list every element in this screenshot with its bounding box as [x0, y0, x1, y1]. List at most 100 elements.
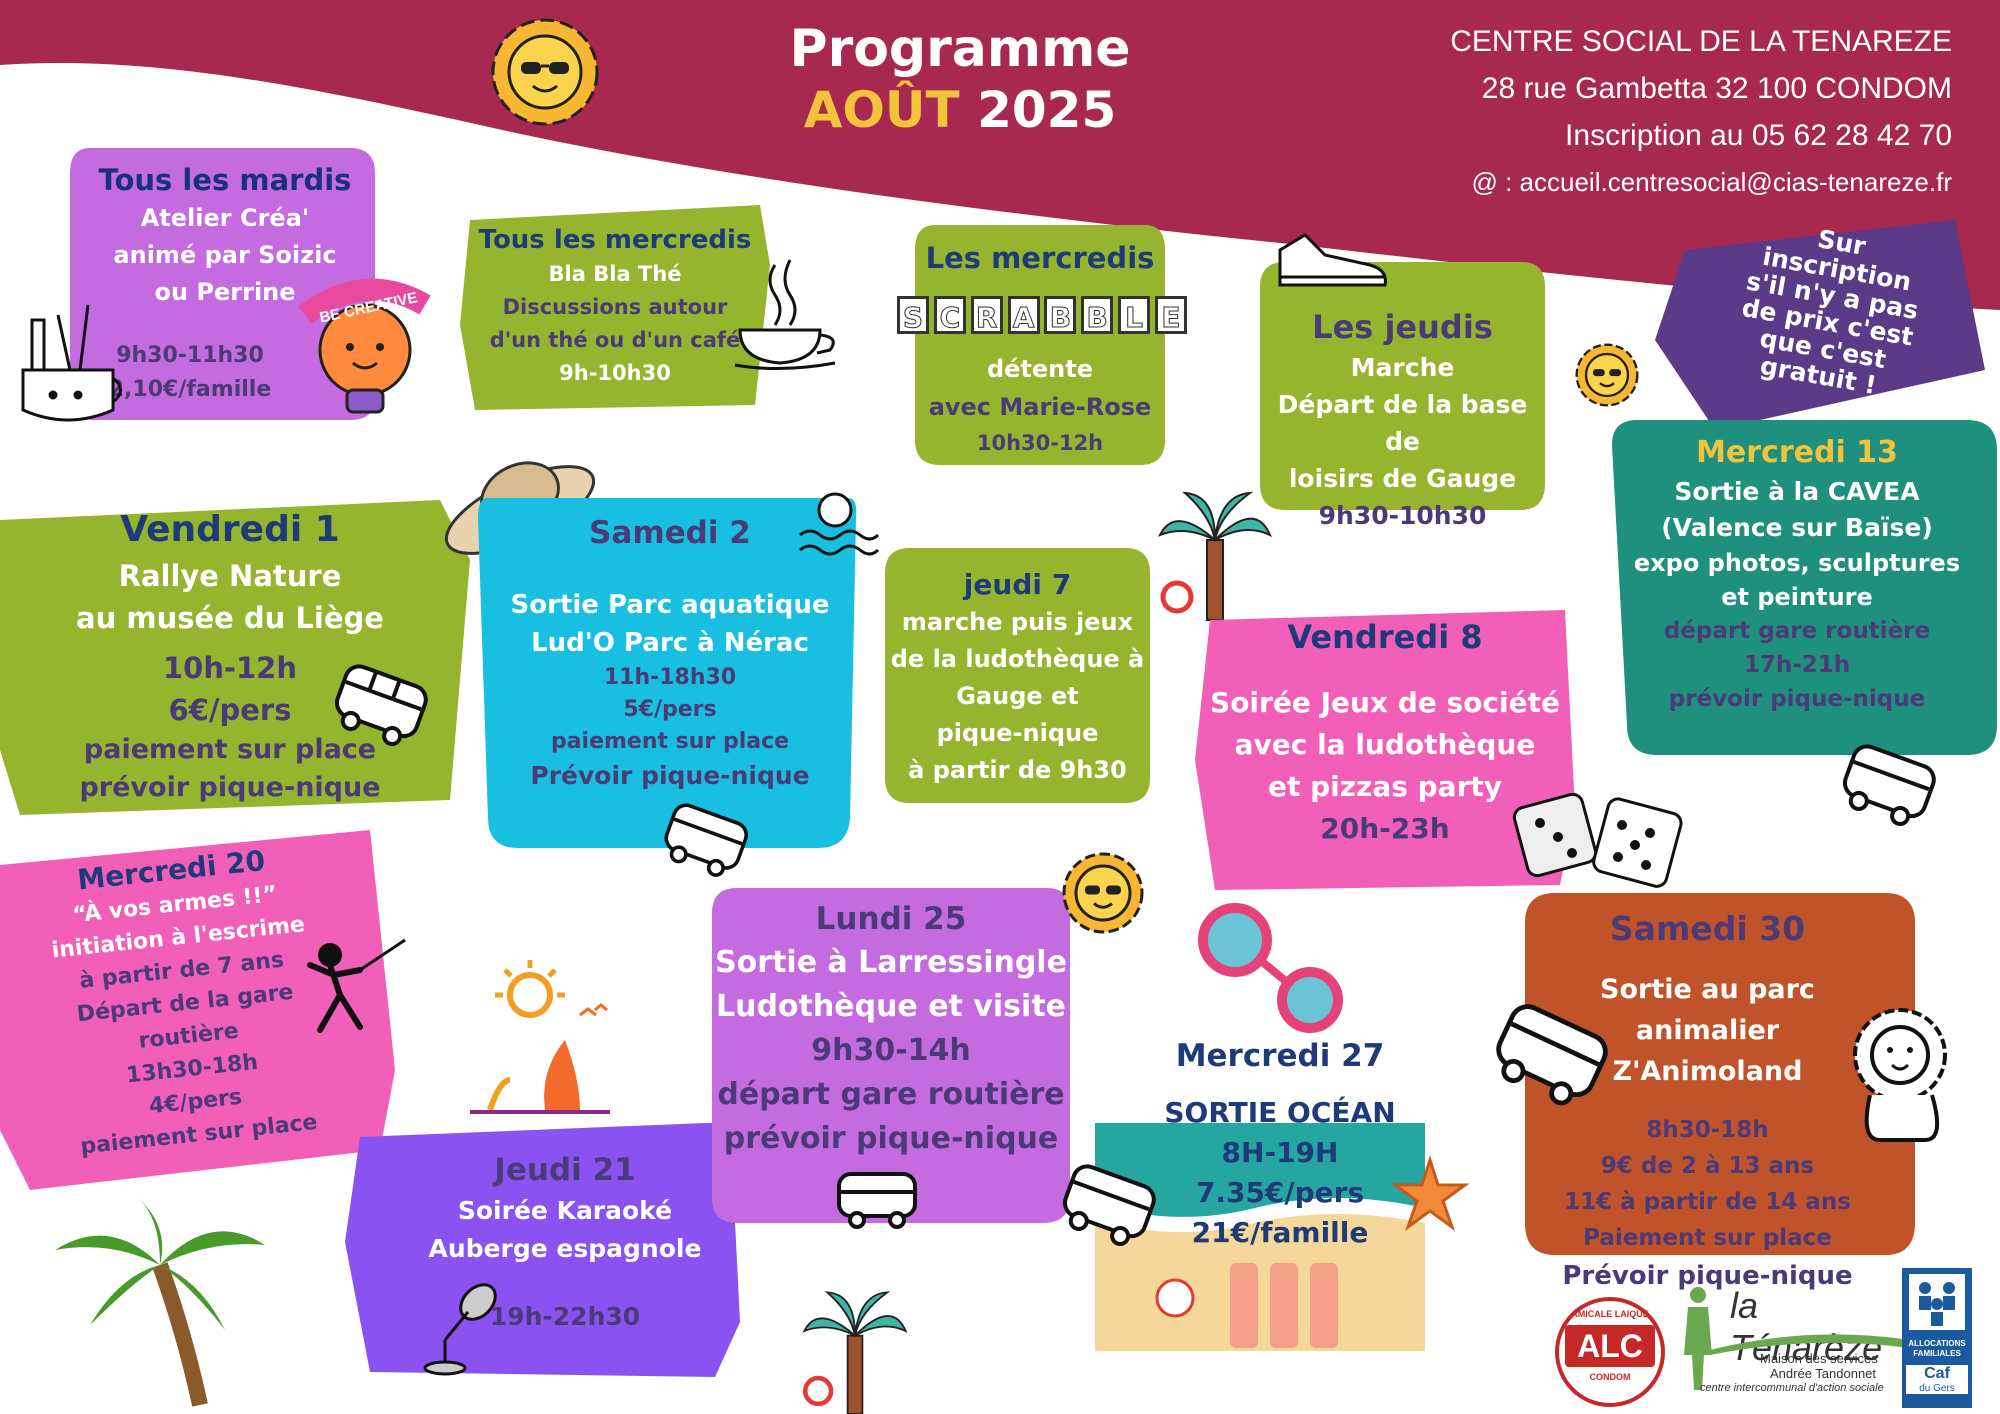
event-line: 9h-10h30: [559, 361, 671, 385]
event-line: départ gare routière: [1663, 618, 1931, 644]
beach-sunset-icon: [470, 960, 610, 1114]
event-mercredis-scrabble: Les mercredis S C R A B B L E détente av…: [897, 238, 1187, 460]
event-title: Mercredi 27: [1175, 1038, 1385, 1074]
event-line: Sortie au parc animalier: [1600, 974, 1815, 1046]
palm-tree-icon: [55, 1195, 265, 1407]
event-line: départ gare routière: [717, 1077, 1065, 1112]
event-line: Départ de la base de: [1277, 390, 1528, 456]
event-line: avec la ludothèque: [1234, 728, 1536, 761]
event-price: 2,10€/famille: [108, 377, 272, 402]
event-title: Vendredi 8: [1287, 618, 1483, 656]
card-bg-mercredis-scrabble: [915, 225, 1165, 465]
event-line: Auberge espagnole: [428, 1234, 702, 1263]
event-time: 19h-22h30: [489, 1302, 641, 1331]
event-title: Les jeudis: [1312, 308, 1493, 346]
alc-bottom: CONDOM: [1589, 1372, 1631, 1382]
event-mercredis-the: Tous les mercredis Bla Bla Thé Discussio…: [465, 222, 765, 390]
event-line: loisirs de Gauge: [1288, 464, 1517, 493]
org-email: @ : accueil.centresocial@cias-tenareze.f…: [1471, 167, 1952, 197]
sun-sunglasses-icon: [1575, 343, 1639, 407]
event-line: Lud'O Parc à Nérac: [531, 628, 809, 658]
event-time: 9h30-11h30: [116, 343, 264, 368]
sneaker-icon: [1278, 233, 1387, 287]
page-title: Programme AOÛT 2025: [780, 18, 1140, 140]
org-phone: Inscription au 05 62 28 42 70: [1565, 119, 1952, 152]
scrabble-tile: S: [897, 296, 929, 335]
caf-name: Caf: [1906, 1365, 1968, 1383]
event-line: paiement sur place: [83, 734, 377, 765]
caf-people-icon: [1909, 1274, 1965, 1330]
lion-icon: [1853, 1008, 1947, 1142]
title-month: AOÛT: [803, 81, 960, 139]
event-title: Tous les mardis: [98, 163, 352, 197]
caf-top: ALLOCATIONS FAMILIALES: [1908, 1339, 1966, 1358]
event-line: 8H-19H: [1221, 1136, 1339, 1169]
bus-icon: [1496, 1004, 1608, 1106]
event-vendredi1: Vendredi 1 Rallye Nature au musée du Liè…: [40, 505, 420, 807]
microphone-icon: [423, 1283, 497, 1376]
event-line: Prévoir pique-nique: [530, 761, 810, 790]
tenareze-sub1: Maison des services: [1760, 1351, 1878, 1366]
event-line: 7.35€/pers: [1195, 1176, 1365, 1209]
card-bg-jeudis: [1260, 262, 1545, 510]
event-line: 21€/famille: [1191, 1216, 1369, 1249]
event-line: SORTIE OCÉAN: [1164, 1096, 1396, 1129]
event-line: 11€ à partir de 14 ans: [1564, 1189, 1851, 1215]
card-bg-jeudi21: [345, 1122, 740, 1377]
event-line: d'un thé ou d'un café: [489, 328, 741, 352]
org-name: CENTRE SOCIAL DE LA TENAREZE: [1450, 25, 1952, 58]
event-line: Bla Bla Thé: [548, 262, 682, 286]
event-line: prévoir pique-nique: [723, 1121, 1059, 1156]
event-lundi25: Lundi 25 Sortie à Larressingle Ludothèqu…: [712, 897, 1070, 1161]
event-jeudis: Les jeudis Marche Départ de la base de l…: [1260, 305, 1545, 534]
card-bg-samedi30: [1525, 893, 1915, 1255]
people-icon: [1684, 1287, 1712, 1390]
event-line: détente: [986, 355, 1094, 383]
event-title: Lundi 25: [815, 901, 967, 937]
event-line: Ludothèque et visite: [715, 989, 1067, 1024]
bus-icon: [664, 803, 749, 877]
event-title: Vendredi 1: [120, 509, 340, 550]
alc-logo: AMICALE LAIQUE ALC CONDOM: [1555, 1297, 1665, 1407]
event-line: Paiement sur place: [1583, 1225, 1832, 1251]
event-title: Mercredi 13: [1696, 435, 1898, 470]
event-line: Prévoir pique-nique: [1562, 1261, 1853, 1291]
bus-icon: [334, 664, 428, 747]
lightbulb-icon: BE CREATIVE: [298, 278, 431, 414]
event-title: Jeudi 21: [494, 1152, 636, 1188]
event-vendredi8: Vendredi 8 Soirée Jeux de société avec l…: [1195, 612, 1575, 850]
event-line: ou Perrine: [154, 278, 296, 306]
event-title: Samedi 30: [1609, 909, 1806, 948]
event-line: pique-nique: [936, 719, 1099, 747]
scrabble-tiles: S C R A B B L E: [897, 296, 1187, 338]
event-mardis: Tous les mardis Atelier Créa' animé par …: [90, 160, 360, 407]
event-line: Sortie à Larressingle: [715, 945, 1067, 980]
scrabble-tile: L: [1118, 296, 1151, 335]
notice-bg: [1655, 220, 1985, 430]
event-title: Les mercredis: [925, 241, 1155, 275]
bus-icon: [1062, 1164, 1156, 1247]
bus-icon: [837, 1172, 917, 1229]
scrabble-tile: A: [1007, 296, 1040, 335]
event-line: Soirée Jeux de société: [1210, 686, 1560, 719]
sunglasses-icon: [1198, 903, 1343, 1033]
event-line: Sortie à la CAVEA: [1674, 477, 1920, 506]
caf-sub: du Gers: [1906, 1383, 1968, 1394]
event-title: jeudi 7: [963, 568, 1072, 601]
event-line: au musée du Liège: [76, 601, 384, 635]
event-line: 20h-23h: [1320, 812, 1450, 845]
card-bg-mercredi13: [1612, 420, 1997, 755]
event-line: expo photos, sculptures: [1633, 549, 1961, 577]
event-line: à partir de 9h30: [908, 756, 1127, 784]
event-mercredi13: Mercredi 13 Sortie à la CAVEA (Valence s…: [1612, 432, 1982, 716]
event-line: prévoir pique-nique: [79, 772, 381, 803]
event-samedi2: Samedi 2 Sortie Parc aquatique Lud'O Par…: [485, 510, 855, 794]
title-programme: Programme: [789, 19, 1131, 79]
card-bg-mardis: [70, 148, 375, 420]
event-line: paiement sur place: [550, 729, 790, 754]
event-line: 10h30-12h: [976, 431, 1104, 455]
event-line: Sortie Parc aquatique: [510, 590, 830, 620]
card-bg-mercredi20: [0, 830, 395, 1190]
org-address: 28 rue Gambetta 32 100 CONDOM: [1481, 72, 1952, 105]
tenareze-sub3: centre intercommunal d'action sociale: [1700, 1382, 1884, 1394]
